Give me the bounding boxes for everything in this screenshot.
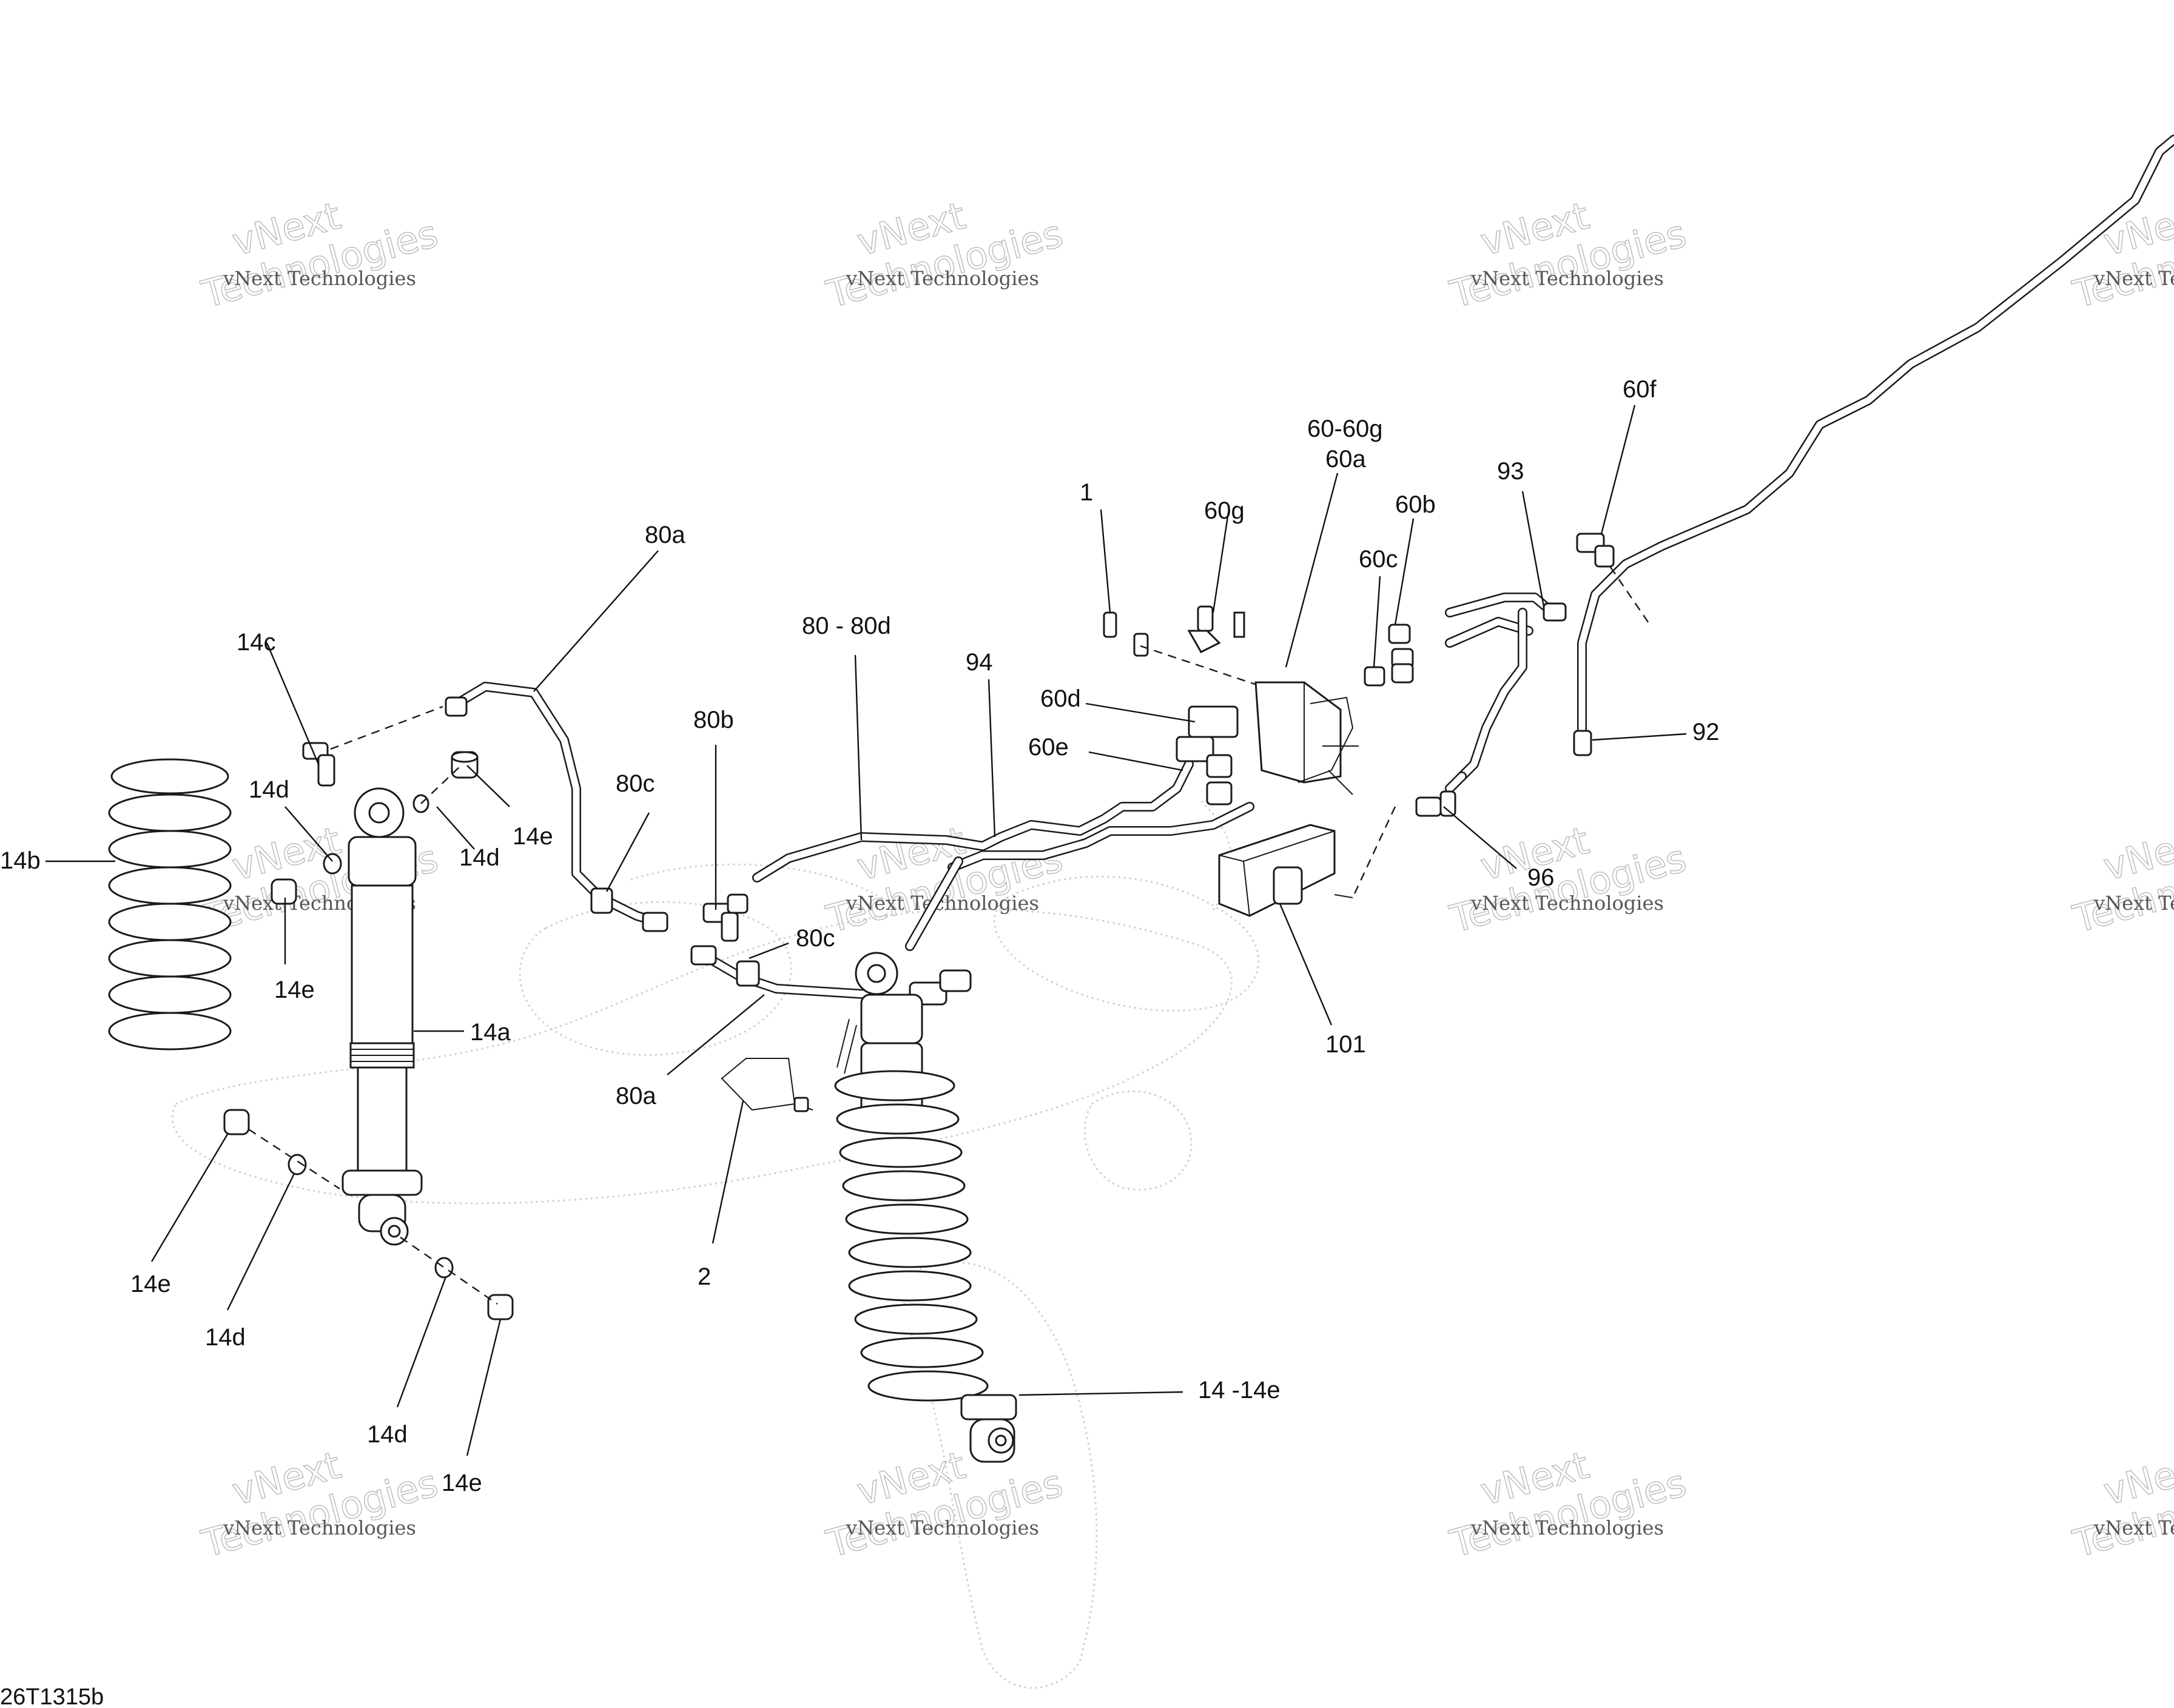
callout-14-14e: 14 -14e xyxy=(1198,1377,1281,1404)
coil-spring-part xyxy=(108,758,232,1051)
hardware-parts xyxy=(223,751,514,1320)
watermark-text-3: vNext Technologies xyxy=(1470,267,1664,290)
watermark-text-2: vNext Technologies xyxy=(846,267,1039,290)
watermark-1: vNext Technologies xyxy=(197,193,443,317)
callout-14d-c: 14d xyxy=(205,1324,246,1351)
callout-60c: 60c xyxy=(1359,546,1398,573)
callout-60g: 60g xyxy=(1204,497,1245,524)
hose-80a-lower xyxy=(690,945,878,1000)
callout-2: 2 xyxy=(698,1263,711,1290)
callout-14e-b: 14e xyxy=(274,977,315,1003)
watermark-10: vNext Technologies xyxy=(821,1442,1068,1567)
watermark-12: vNext Technologies xyxy=(2068,1442,2174,1567)
watermark-7: vNext Technologies xyxy=(1445,818,1691,942)
callout-60f: 60f xyxy=(1623,376,1657,403)
callout-96: 96 xyxy=(1527,864,1555,891)
callout-60b: 60b xyxy=(1395,491,1436,518)
chassis-ghost-outline xyxy=(171,799,1260,1689)
hose-92-long xyxy=(1573,135,2174,756)
valve-block-assembly-60 xyxy=(1103,605,1414,805)
watermark-text-9: vNext Technologies xyxy=(223,1516,416,1539)
callout-14b: 14b xyxy=(0,847,41,874)
hose-80a-upper xyxy=(445,682,668,932)
shock-absorber-left xyxy=(342,787,423,1246)
callout-14d-d: 14d xyxy=(367,1421,408,1448)
callout-60-60g: 60-60g xyxy=(1307,415,1383,442)
callout-80a-upper: 80a xyxy=(645,522,685,548)
callout-101: 101 xyxy=(1325,1031,1366,1058)
watermark-2: vNext Technologies xyxy=(821,193,1068,317)
watermark-text-7: vNext Technologies xyxy=(1470,892,1664,915)
watermark-text-12: vNext Technologies xyxy=(2093,1516,2174,1539)
callout-80c-lower: 80c xyxy=(796,925,835,952)
watermark-3: vNext Technologies xyxy=(1445,193,1691,317)
callout-80-80d: 80 - 80d xyxy=(802,613,891,639)
callout-14e-c: 14e xyxy=(130,1271,171,1297)
callout-14a: 14a xyxy=(470,1019,511,1046)
callout-60a: 60a xyxy=(1325,446,1366,472)
watermark-8: vNext Technologies xyxy=(2068,818,2174,942)
watermark-text-4: vNext Technologies xyxy=(2093,267,2174,290)
watermark-text-8: vNext Technologies xyxy=(2093,892,2174,915)
callout-14d-a: 14d xyxy=(249,776,289,803)
callout-80b: 80b xyxy=(693,707,734,733)
control-module-101 xyxy=(1218,824,1353,917)
callout-94: 94 xyxy=(966,649,993,676)
callout-60e: 60e xyxy=(1028,734,1069,761)
elbow-fitting-14c xyxy=(302,705,443,787)
watermark-6: vNext Technologies xyxy=(821,818,1068,942)
callout-1: 1 xyxy=(1080,479,1093,506)
watermark-11: vNext Technologies xyxy=(1445,1442,1691,1567)
callout-14c: 14c xyxy=(237,629,276,656)
callout-14e-a: 14e xyxy=(513,823,553,850)
diagram-code: 26T1315b xyxy=(0,1684,104,1708)
callout-80a-lower: 80a xyxy=(616,1083,656,1109)
callout-60d: 60d xyxy=(1040,685,1081,712)
bracket-clip-2 xyxy=(721,1058,813,1112)
callout-14d-b: 14d xyxy=(459,844,500,871)
watermark-text-10: vNext Technologies xyxy=(846,1516,1039,1539)
watermark-4: vNext Technologies xyxy=(2068,193,2174,317)
callout-93: 93 xyxy=(1497,458,1524,485)
watermark-text-11: vNext Technologies xyxy=(1470,1516,1664,1539)
callout-14e-d: 14e xyxy=(442,1470,482,1496)
tee-fitting-80b xyxy=(702,893,749,942)
coilover-shock-main xyxy=(834,952,1017,1463)
leader-lines xyxy=(45,405,1687,1456)
watermark-text-1: vNext Technologies xyxy=(223,267,416,290)
callout-92: 92 xyxy=(1692,719,1720,745)
callout-labels: 1 60g 60-60g 60a 60b 60c 60d 60e 60f 80 … xyxy=(0,376,1720,1496)
callout-80c-upper: 80c xyxy=(616,770,655,797)
